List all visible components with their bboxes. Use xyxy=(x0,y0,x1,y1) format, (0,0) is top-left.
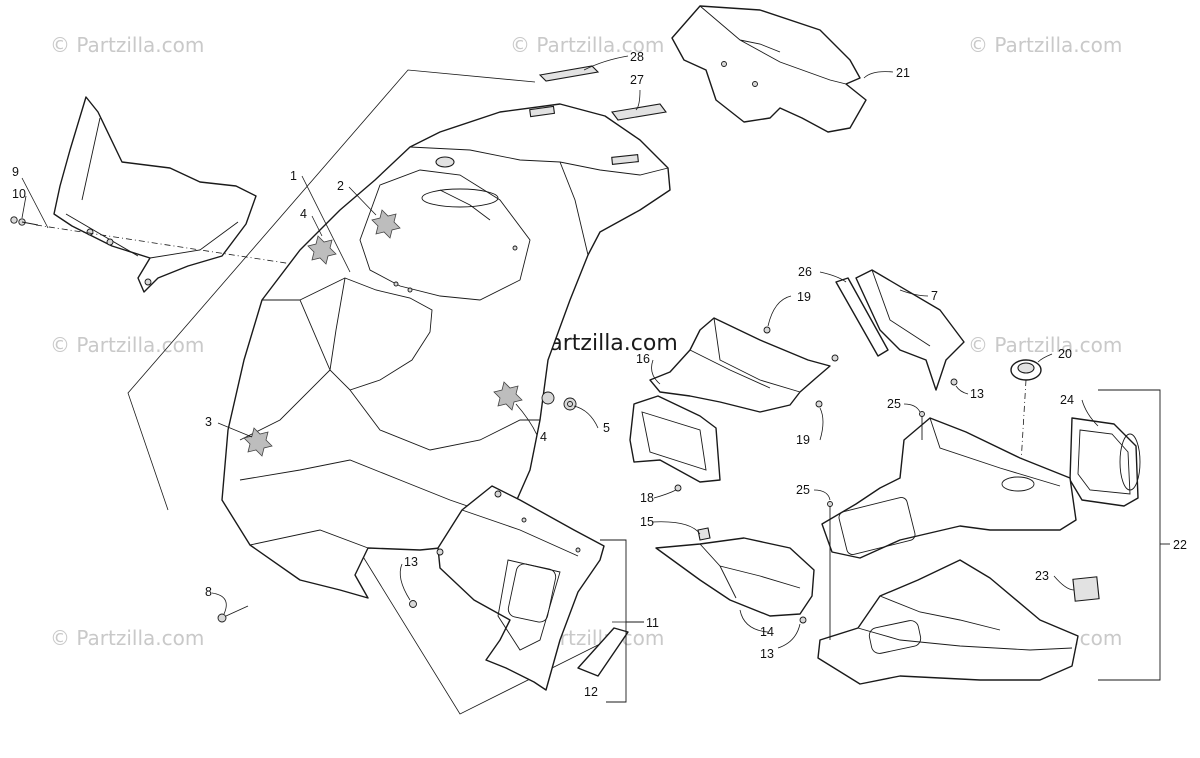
callout-1: 1 xyxy=(290,169,297,183)
part-20-grommet-ring xyxy=(1010,359,1042,381)
callout-18: 18 xyxy=(640,491,654,505)
callout-19-upper: 19 xyxy=(797,290,811,304)
callout-21: 21 xyxy=(896,66,910,80)
callout-13-left: 13 xyxy=(404,555,418,569)
part-11-enclosure-line xyxy=(361,554,613,715)
callout-27: 27 xyxy=(630,73,644,87)
callout-8: 8 xyxy=(205,585,212,599)
callout-9: 9 xyxy=(12,165,19,179)
watermark-top-right: © Partzilla.com xyxy=(968,33,1122,57)
decal-parts-2-3-4 xyxy=(243,209,523,457)
callout-4-upper: 4 xyxy=(300,207,307,221)
callout-13-bottom: 13 xyxy=(760,647,774,661)
part-24-filter-frame xyxy=(1069,417,1141,507)
callout-labels: 1 2 3 4 4 5 7 8 9 10 11 12 13 13 13 14 1… xyxy=(12,50,1187,699)
callout-25-upper: 25 xyxy=(887,397,901,411)
callout-15: 15 xyxy=(640,515,654,529)
watermark-mid-left: © Partzilla.com xyxy=(50,333,204,357)
part-1-enclosure-line xyxy=(127,69,536,511)
callout-26: 26 xyxy=(798,265,812,279)
callout-12: 12 xyxy=(584,685,598,699)
part-1-hood xyxy=(221,103,671,599)
callout-7: 7 xyxy=(931,289,938,303)
callout-2: 2 xyxy=(337,179,344,193)
callout-11: 11 xyxy=(646,616,659,630)
watermark-mid-right: © Partzilla.com xyxy=(968,333,1122,357)
part-18-duct xyxy=(629,395,721,492)
part-22-airbox-lower xyxy=(817,559,1079,685)
callout-22: 22 xyxy=(1173,538,1187,552)
part-12-trim xyxy=(577,627,629,677)
callout-5: 5 xyxy=(603,421,610,435)
callout-25-lower: 25 xyxy=(796,483,810,497)
watermark-top-left: © Partzilla.com xyxy=(50,33,204,57)
watermark-top-center: © Partzilla.com xyxy=(510,33,664,57)
part-16-vent-bracket xyxy=(649,317,839,413)
part-19-screws xyxy=(763,326,823,408)
part-26-strip xyxy=(835,277,889,357)
brackets xyxy=(600,389,1170,703)
part-23-filter xyxy=(1072,576,1100,602)
part-13-fastener-left xyxy=(409,600,417,608)
callout-14: 14 xyxy=(760,625,774,639)
part-14-lower-tray xyxy=(655,527,815,624)
watermark-bottom-left: © Partzilla.com xyxy=(50,626,204,650)
part-27-decal xyxy=(611,103,667,121)
callout-28: 28 xyxy=(630,50,644,64)
part-28-decal xyxy=(538,65,600,82)
callout-3: 3 xyxy=(205,415,212,429)
callout-24: 24 xyxy=(1060,393,1074,407)
callout-23: 23 xyxy=(1035,569,1049,583)
part-7-air-scoop xyxy=(855,269,965,391)
callout-4-lower: 4 xyxy=(540,430,547,444)
part-22-airbox-upper xyxy=(821,417,1077,559)
part-11-lower-panel xyxy=(436,485,605,691)
callout-10: 10 xyxy=(12,187,26,201)
leader-lines xyxy=(21,55,1099,649)
part-21-top-cover xyxy=(671,5,867,133)
part-25-screws xyxy=(827,411,925,640)
callout-20: 20 xyxy=(1058,347,1072,361)
part-5-grommet xyxy=(563,397,577,411)
callout-13-right: 13 xyxy=(970,387,984,401)
callout-16: 16 xyxy=(636,352,650,366)
part-9-left-side-panel xyxy=(53,96,257,293)
callout-19-lower: 19 xyxy=(796,433,810,447)
part-10-screw xyxy=(10,216,39,226)
part-8-bolt xyxy=(217,605,249,623)
